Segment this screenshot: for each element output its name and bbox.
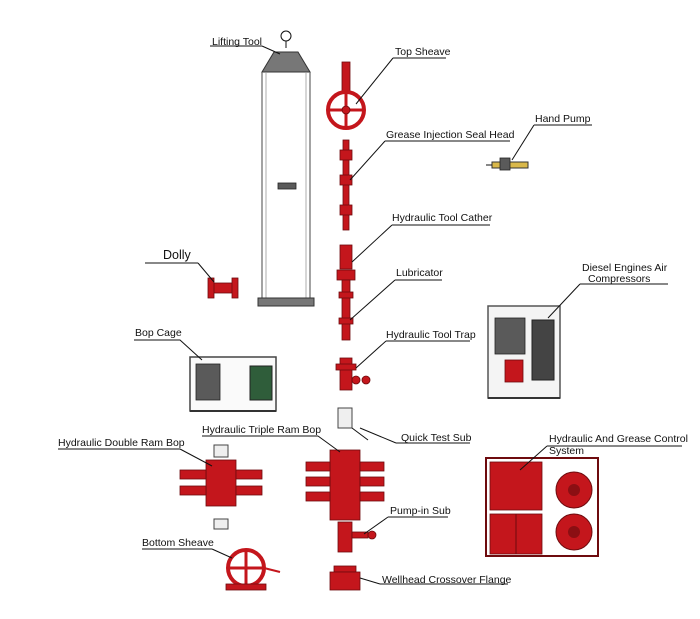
label-bottom-sheave: Bottom Sheave [142, 537, 214, 549]
label-tool-catcher: Hydraulic Tool Cather [392, 212, 493, 224]
label-double-ram-bop: Hydraulic Double Ram Bop [58, 437, 185, 449]
dolly-drawing [207, 277, 239, 299]
label-pump-in-sub: Pump-in Sub [390, 505, 451, 517]
label-grease-head: Grease Injection Seal Head [386, 129, 515, 141]
hand-pump-drawing [486, 157, 529, 171]
label-dolly: Dolly [163, 248, 191, 262]
lifting-tool-drawing [257, 30, 315, 307]
central-string [305, 61, 385, 591]
compressor-skid-drawing [487, 305, 561, 399]
bottom-sheave-drawing [225, 548, 281, 591]
label-lubricator: Lubricator [396, 267, 443, 279]
label-quick-test-sub: Quick Test Sub [401, 432, 472, 444]
label-hand-pump: Hand Pump [535, 113, 591, 125]
label-triple-ram-bop: Hydraulic Triple Ram Bop [202, 424, 322, 436]
label-control-line2: System [549, 445, 585, 457]
label-diesel-line2: Compressors [588, 273, 651, 285]
label-lifting-tool: Lifting Tool [212, 36, 263, 48]
leader-lines [58, 45, 682, 585]
label-top-sheave: Top Sheave [395, 46, 451, 58]
label-control-line1: Hydraulic And Grease Control [549, 433, 688, 445]
label-bop-cage: Bop Cage [135, 327, 182, 339]
label-crossover-flange: Wellhead Crossover Flange [382, 574, 512, 586]
bop-cage-drawing [189, 356, 277, 412]
double-ram-bop-drawing [179, 444, 263, 530]
label-diesel-line1: Diesel Engines Air [582, 262, 668, 274]
label-tool-trap: Hydraulic Tool Trap [386, 329, 476, 341]
control-system-drawing [485, 457, 599, 557]
